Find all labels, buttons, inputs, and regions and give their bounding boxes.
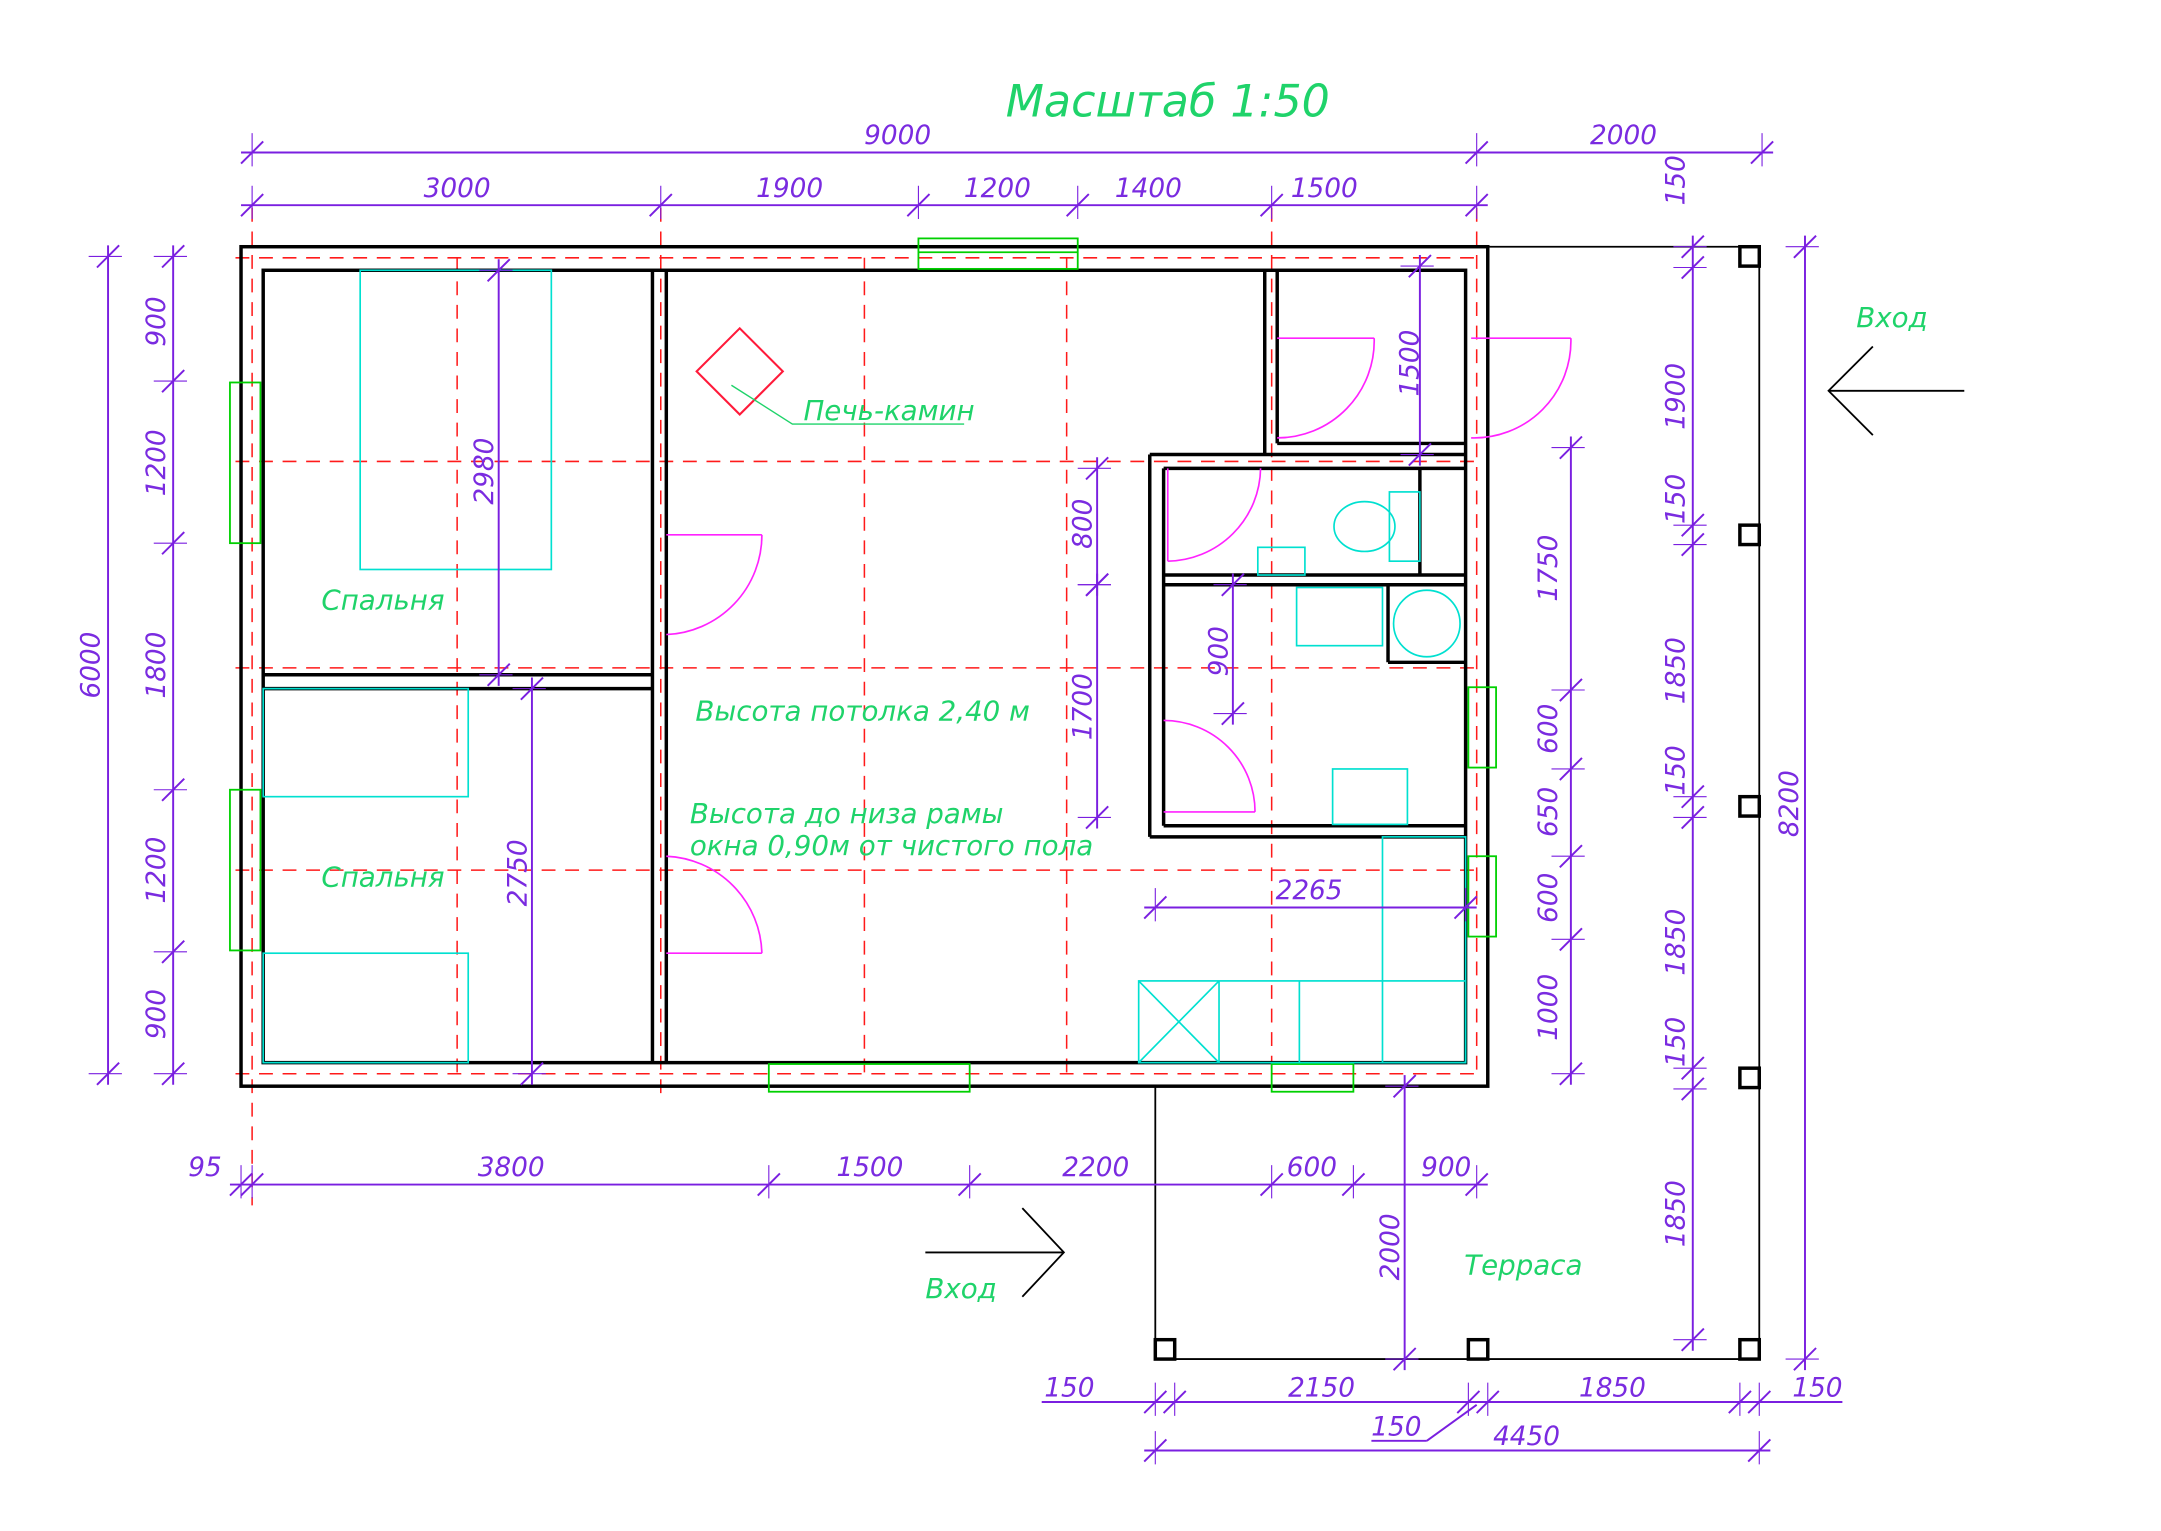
windows [229,237,1497,1093]
bed-top [359,269,553,571]
dimension-label: 8200 [1775,770,1805,837]
dimension-label: 650 [1534,787,1564,837]
toilet-icon [1333,500,1396,553]
entrance-label: Вход [925,1272,996,1305]
dimension-label: 150 [1661,474,1691,524]
shower-icon [1295,586,1384,647]
dimension-label: 1850 [1661,909,1691,976]
dimension-label: 6000 [77,632,107,699]
dimension-label: 2980 [470,438,500,505]
room-label-bedroom: Спальня [321,584,444,617]
bath-sink-icon [1331,768,1409,826]
dimension-label: 1800 [142,632,172,699]
dimension-label: 9000 [864,121,931,151]
dimension-label: 150 [1371,1412,1421,1442]
dimension-label: 150 [1661,745,1691,795]
window-height-note: Высота до низа рамы [690,797,1004,830]
dimension-label: 2000 [1590,121,1657,151]
bed-bottom-1 [262,687,470,798]
dimension-label: 1850 [1579,1373,1646,1403]
entrance-arrow-right [1827,345,1965,436]
grid-axes [235,207,1483,1206]
boiler-icon [1392,589,1461,658]
doors [666,337,1572,955]
sink-icon [1256,546,1306,576]
dimension-label: 1400 [1115,174,1182,204]
dimension-label: 150 [1661,155,1691,205]
dimension-label: 600 [1534,704,1564,754]
dimension-label: 800 [1069,499,1099,549]
dimension-label: 900 [1421,1153,1471,1183]
dimension-label: 95 [188,1153,221,1183]
dimension-label: 600 [1534,873,1564,923]
entrance-label: Вход [1856,301,1927,334]
drawing-title: Масштаб 1:50 [1006,77,1330,128]
dimension-label: 3800 [478,1153,545,1183]
furniture [262,269,1467,1064]
dimension-label: 1500 [1291,174,1358,204]
dimension-label: 1700 [1069,673,1099,740]
terrace [1153,244,1762,1361]
dimension-label: 150 [1661,1017,1691,1067]
dimension-label: 3000 [424,174,491,204]
dimension-label: 900 [142,989,172,1039]
dimension-label: 1500 [836,1153,903,1183]
dimension-label: 1500 [1396,330,1426,397]
dimension-label: 600 [1287,1153,1337,1183]
dimension-label: 2750 [503,839,533,906]
dimension-label: 1750 [1534,535,1564,602]
room-label-terrace: Терраса [1464,1249,1582,1282]
dimension-label: 1850 [1661,1180,1691,1247]
stove-label: Печь-камин [803,394,974,427]
entrance-arrow-bottom [925,1207,1066,1298]
dimension-label: 1000 [1534,974,1564,1041]
dimension-label: 900 [142,296,172,346]
dimension-label: 1900 [756,174,823,204]
dimension-label: 2150 [1288,1373,1355,1403]
dimension-label: 4450 [1493,1422,1560,1452]
dimension-label: 2000 [1376,1213,1406,1280]
ceiling-height-note: Высота потолка 2,40 м [695,694,1030,727]
dimension-label: 1200 [142,837,172,904]
stove-icon [695,326,785,416]
dimension-label: 900 [1204,626,1234,676]
dimension-label: 2200 [1062,1153,1129,1183]
bed-bottom-2 [262,952,470,1064]
room-label-bedroom: Спальня [321,861,444,894]
dimension-label: 150 [1044,1373,1094,1403]
dimension-label: 2265 [1276,876,1343,906]
dimension-label: 1200 [142,429,172,496]
dimension-label: 1850 [1661,637,1691,704]
dimension-label: 150 [1792,1373,1842,1403]
dimension-label: 1200 [964,174,1031,204]
window-height-note: окна 0,90м от чистого пола [690,829,1093,862]
dimension-lines [88,133,1843,1465]
dimension-label: 1900 [1661,363,1691,430]
